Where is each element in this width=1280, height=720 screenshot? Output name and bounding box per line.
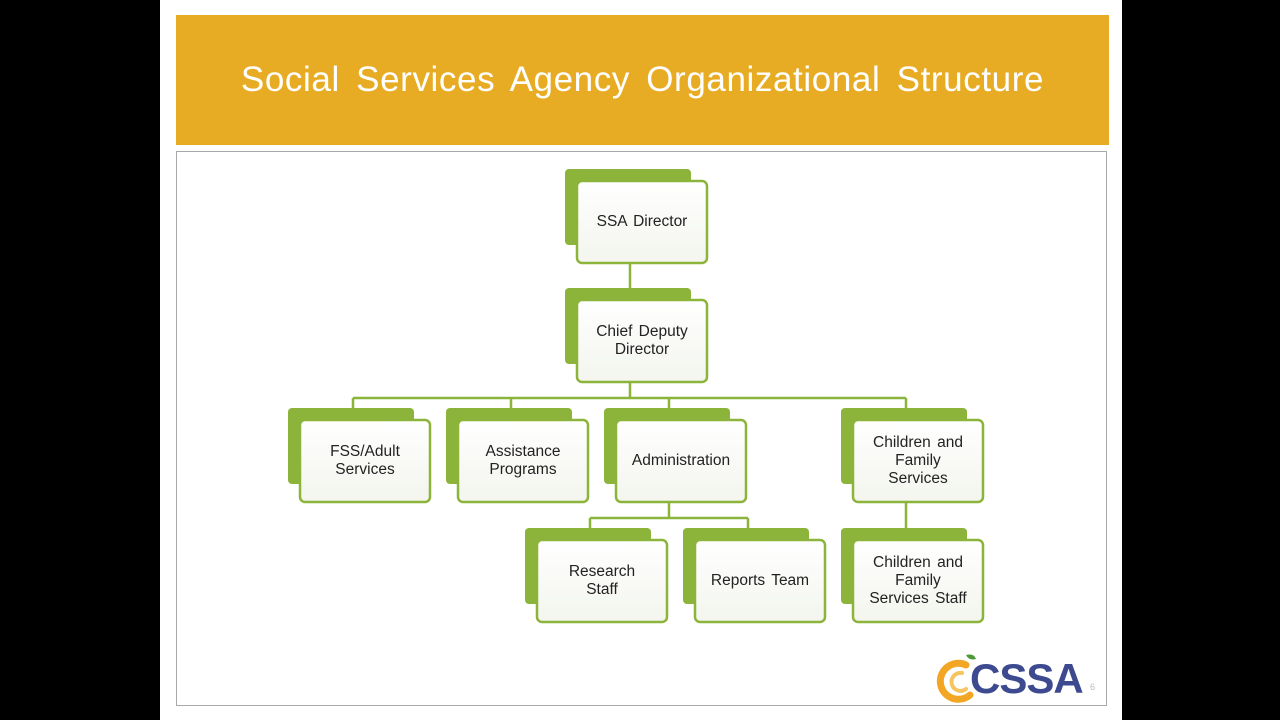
node-card-reports (693, 538, 827, 624)
node-label-administration: Administration (631, 452, 731, 469)
ocssa-logo: CSSA (936, 647, 1096, 703)
node-label-cfs_staff: Children and Family Services Staff (869, 554, 967, 607)
slide-title: Social Services Agency Organizational St… (240, 60, 1045, 99)
node-card-cfs (851, 418, 985, 504)
logo-wordmark: CSSA (970, 655, 1084, 702)
node-label-research: Research Staff (568, 563, 636, 598)
logo-swoosh-icon (936, 654, 976, 703)
node-card-cfs_staff (851, 538, 985, 624)
node-card-chief_deputy (575, 298, 709, 384)
node-card-ssa_director (575, 179, 709, 265)
node-card-assistance (456, 418, 590, 504)
title-bar: Social Services Agency Organizational St… (176, 15, 1109, 145)
node-label-cfs: Children and Family Services (873, 434, 963, 487)
node-label-ssa_director: SSA Director (596, 213, 688, 230)
node-card-fss_adult (298, 418, 432, 504)
node-card-research (535, 538, 669, 624)
node-label-fss_adult: FSS/Adult Services (330, 443, 400, 478)
node-label-reports: Reports Team (710, 572, 810, 589)
node-label-chief_deputy: Chief Deputy Director (596, 323, 688, 358)
node-label-assistance: Assistance Programs (485, 443, 561, 478)
node-card-administration (614, 418, 748, 504)
page-number: 6 (1090, 682, 1096, 692)
